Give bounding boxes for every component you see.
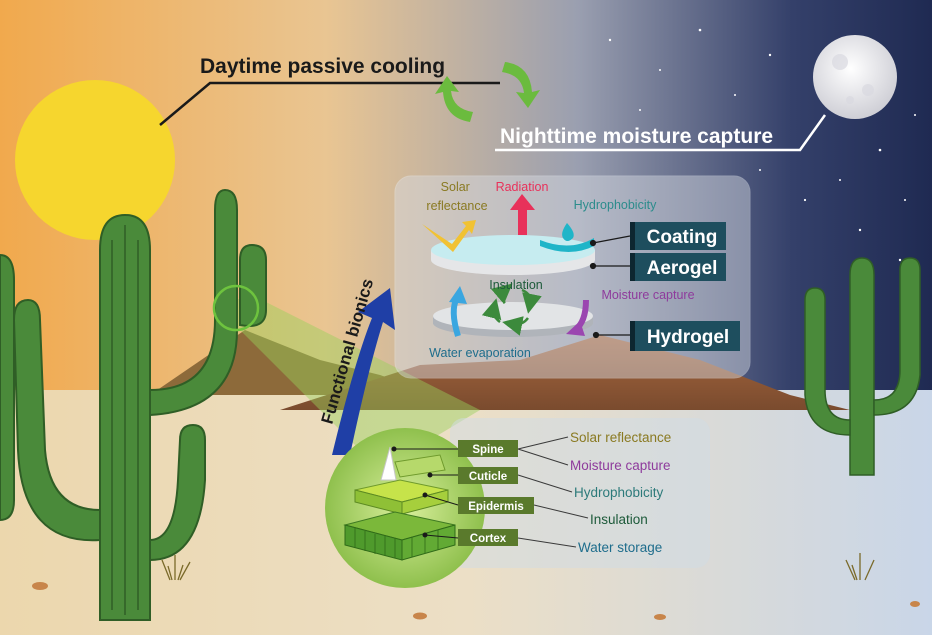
solar-reflectance-arrow [422,220,476,252]
cactus-highlight-circle [212,284,260,332]
tissue-layer-cuticle: Cuticle [458,467,518,484]
night-callout-line [495,114,827,152]
water-evaporation-arrow [449,286,467,337]
device-layer-callouts [589,235,631,339]
svg-text:Aerogel: Aerogel [647,258,718,279]
function-moisture-capture: Moisture capture [570,458,671,473]
cactus-ribs [111,225,139,615]
label-water-evaporation: Water evaporation [429,346,531,360]
water-drop-icon [562,223,574,241]
desert-bush-left [161,555,191,581]
stone [32,582,48,590]
svg-text:Epidermis: Epidermis [468,501,524,513]
sun-icon [15,80,175,240]
tissue-function-labels: Solar reflectance Moisture capture Hydro… [570,430,671,555]
mountain-center [280,335,850,410]
layer-coating: Coating [630,222,726,250]
title-nighttime: Nighttime moisture capture [500,125,773,148]
tissue-layer-labels: Spine Cuticle Epidermis Cortex [458,440,534,546]
stone [654,614,666,620]
title-daytime: Daytime passive cooling [200,55,445,78]
moisture-capture-arrow [566,299,589,336]
day-callout-line [159,81,500,126]
tissue-layer-epidermis: Epidermis [458,497,534,514]
zoom-cone [220,298,480,470]
hydrophobicity-arc [540,238,594,252]
bionics-arrow [332,288,395,455]
function-hydrophobicity: Hydrophobicity [574,485,664,500]
tissue-layer-spine: Spine [458,440,518,457]
layer-hydrogel: Hydrogel [630,321,740,351]
svg-text:Cortex: Cortex [470,533,507,545]
cactus-small [804,257,921,476]
stone [910,601,920,607]
svg-text:Cuticle: Cuticle [469,471,507,483]
stars [608,28,916,262]
cycle-arrows-icon [481,283,542,336]
svg-text:Hydrogel: Hydrogel [647,327,729,348]
label-radiation: Radiation [496,180,549,194]
radiation-arrow [510,194,535,235]
label-insulation: Insulation [489,278,543,292]
label-moisture-capture: Moisture capture [601,288,694,302]
device-layers-illustration [431,235,595,337]
svg-text:Coating: Coating [647,227,718,248]
tissue-callouts [391,446,459,539]
svg-text:Spine: Spine [472,444,503,456]
function-solar-reflectance: Solar reflectance [570,430,671,445]
tissue-layer-cortex: Cortex [458,529,518,546]
function-connector-lines [517,436,589,548]
label-solar-reflectance: Solar reflectance [426,180,487,213]
function-water-storage: Water storage [578,540,662,555]
stone [413,612,427,620]
moon-icon [813,35,897,119]
function-insulation: Insulation [590,512,648,527]
label-hydrophobicity: Hydrophobicity [574,198,657,212]
desert-bush-right [845,553,875,581]
layer-aerogel: Aerogel [630,253,726,281]
tissue-illustration [343,446,456,561]
day-night-cycle-icon [435,62,540,122]
